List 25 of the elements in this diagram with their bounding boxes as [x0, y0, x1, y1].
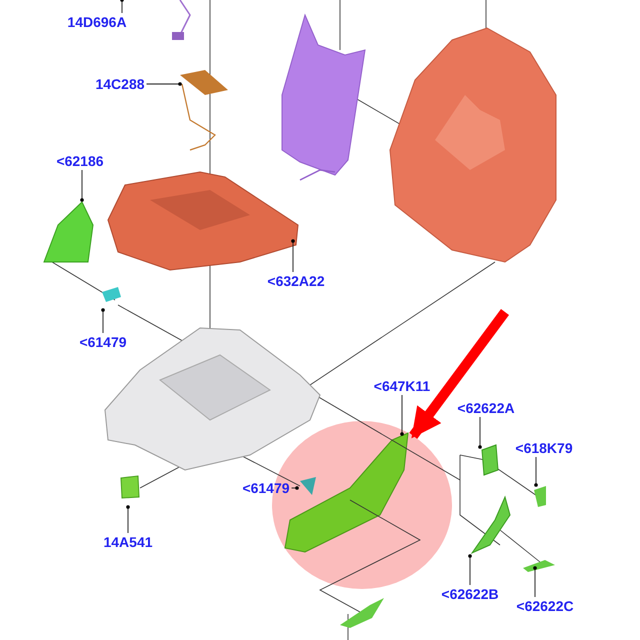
leader-line: [478, 416, 482, 449]
leader-line: [291, 239, 295, 272]
part-number: <647K11: [374, 378, 430, 394]
leader-line: [534, 456, 538, 487]
leader-line: [291, 486, 299, 490]
part-number: <61479: [79, 334, 127, 350]
leader-line: [400, 394, 404, 436]
part-number: <61479: [242, 480, 290, 496]
leader-line: [101, 308, 105, 334]
part-number: 14C288: [95, 76, 145, 92]
leader-line: [120, 0, 124, 14]
leader-line: [80, 170, 84, 202]
part-number: <62186: [56, 153, 104, 169]
part-number: 14A541: [103, 534, 153, 550]
part-number: 14D696A: [67, 14, 127, 30]
leader-line: [468, 554, 472, 586]
part-number: <618K79: [515, 440, 573, 456]
part-number: <632A22: [267, 273, 325, 289]
part-number: <62622C: [516, 598, 574, 614]
leader-line: [533, 566, 537, 598]
leader-line: [146, 82, 182, 86]
pointer-arrow: [409, 309, 510, 439]
leader-line: [126, 505, 130, 534]
part-number: <62622B: [441, 586, 499, 602]
part-number: <62622A: [457, 400, 515, 416]
